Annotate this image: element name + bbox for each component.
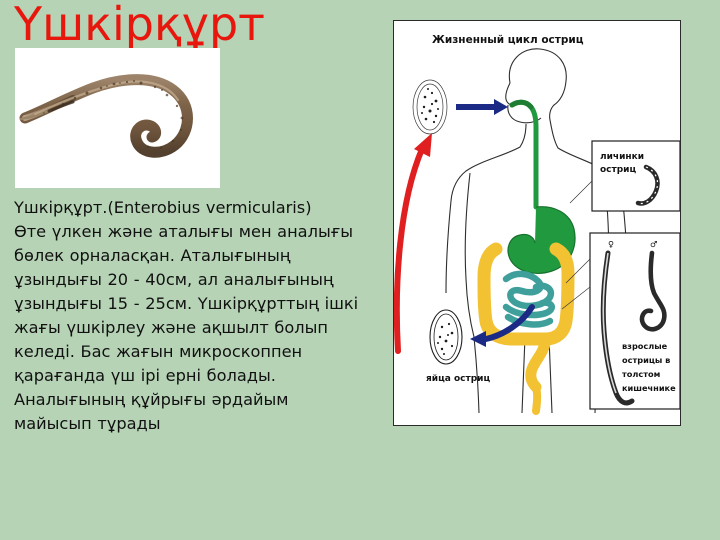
page-title: Үшкірқұрт bbox=[14, 0, 265, 51]
label-adults-line2: острицы в bbox=[622, 355, 670, 365]
symbol-female: ♀ bbox=[608, 239, 614, 249]
label-adults-line1: взрослые bbox=[622, 341, 668, 351]
egg-top-illustration bbox=[412, 79, 448, 135]
symbol-male: ♂ bbox=[650, 239, 658, 249]
label-larvae-line1: личинки bbox=[600, 152, 644, 162]
esophagus-green bbox=[509, 99, 539, 210]
label-larvae-line2: остриц bbox=[600, 165, 636, 175]
colon-yellow bbox=[477, 242, 575, 415]
small-intestine-teal bbox=[502, 270, 555, 328]
label-adults-line4: кишечнике bbox=[622, 383, 676, 393]
pinworm-specimen-photo bbox=[15, 48, 220, 188]
pinworm-life-cycle-diagram: Жизненный цикл остриц bbox=[393, 20, 681, 426]
diagram-title: Жизненный цикл остриц bbox=[432, 34, 584, 46]
arrow-reinfection-red bbox=[394, 133, 432, 354]
worm-illustration bbox=[15, 48, 220, 188]
arrow-ingestion-blue bbox=[456, 99, 508, 115]
label-eggs: яйца остриц bbox=[426, 374, 490, 384]
arrow-egg-release-blue bbox=[470, 304, 535, 347]
label-adults-line3: толстом bbox=[622, 369, 660, 379]
larvae-inset: личинки остриц bbox=[569, 140, 680, 212]
adults-inset: ♀ ♂ взрослые острицы в толстом кишечнике bbox=[561, 232, 680, 410]
description-text: Үшкірқұрт.(Enterobius vermicularis) Өте … bbox=[14, 198, 359, 433]
egg-bottom-illustration bbox=[429, 309, 463, 365]
